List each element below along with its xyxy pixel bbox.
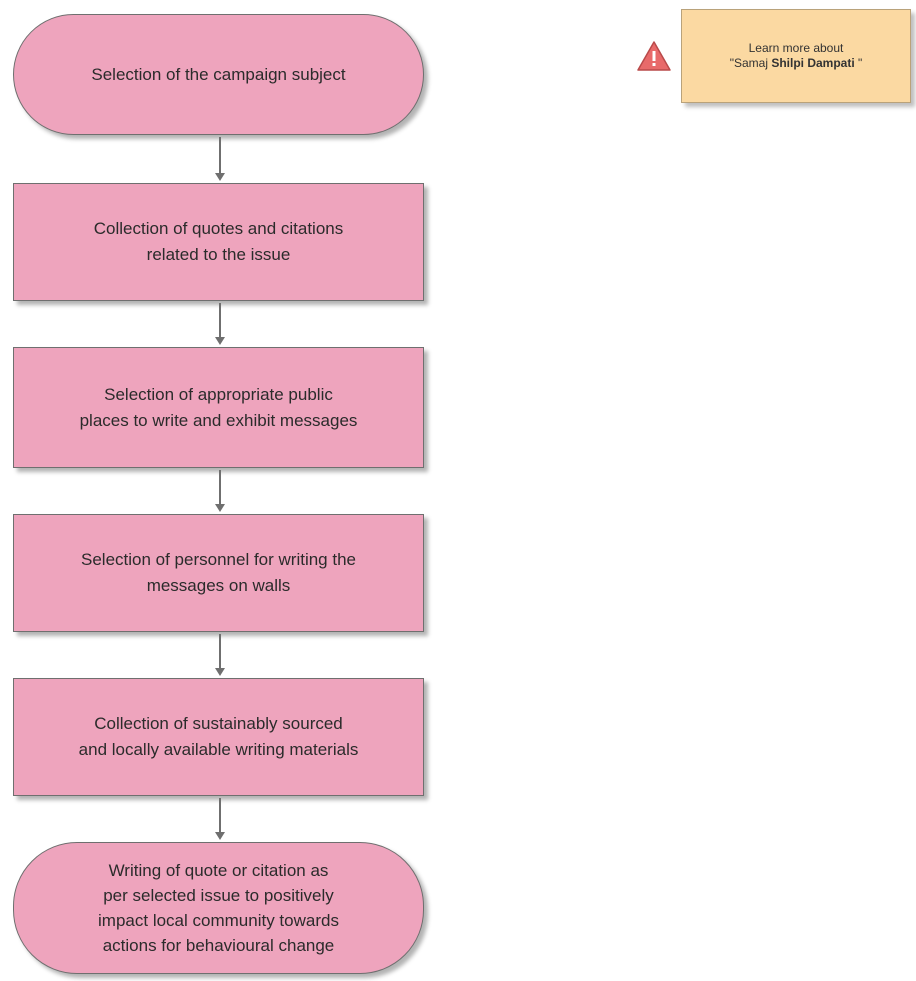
note-line-1: Learn more about [748, 41, 844, 55]
connector-arrow [215, 470, 225, 512]
connector-arrow [215, 303, 225, 345]
process-node-quotes: Collection of quotes and citations relat… [13, 183, 424, 301]
process-node-personnel: Selection of personnel for writing the m… [13, 514, 424, 632]
connector-arrow [215, 137, 225, 181]
start-node: Selection of the campaign subject [13, 14, 424, 135]
note-quote-open: "Samaj [729, 56, 772, 70]
note-link-name[interactable]: Shilpi Dampati [771, 56, 855, 70]
end-node: Writing of quote or citation as per sele… [13, 842, 424, 974]
connector-arrow [215, 798, 225, 840]
learn-more-note[interactable]: Learn more about "Samaj Shilpi Dampati " [681, 9, 911, 103]
process-node-materials: Collection of sustainably sourced and lo… [13, 678, 424, 796]
warning-triangle-icon [637, 41, 671, 71]
process-node-places: Selection of appropriate public places t… [13, 347, 424, 468]
note-quote-close: " [854, 56, 863, 70]
note-line-2: "Samaj Shilpi Dampati " [730, 56, 863, 71]
connector-arrow [215, 634, 225, 676]
